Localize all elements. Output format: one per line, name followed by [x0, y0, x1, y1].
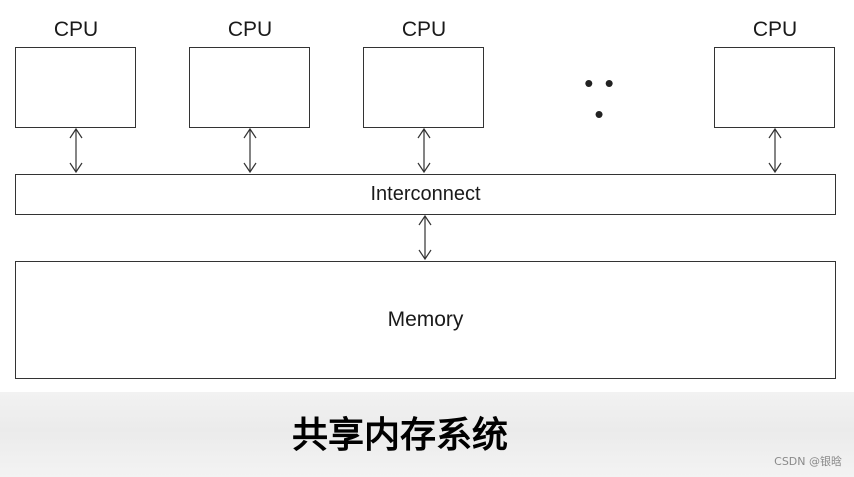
watermark: CSDN @银晗 — [774, 455, 842, 468]
cpu-box-1 — [15, 47, 136, 128]
arrow-memory — [418, 214, 432, 261]
cpu-label-4: CPU — [752, 18, 798, 41]
cpu-box-4 — [714, 47, 835, 128]
arrow-cpu-4 — [768, 127, 782, 174]
interconnect-box: Interconnect — [15, 174, 836, 215]
memory-label: Memory — [387, 308, 464, 331]
cpu-box-3 — [363, 47, 484, 128]
diagram: CPU CPU CPU CPU • • • Interconnect Memor… — [15, 18, 836, 379]
caption-band — [0, 392, 854, 477]
cpu-label-2: CPU — [227, 18, 273, 41]
arrow-cpu-3 — [417, 127, 431, 174]
interconnect-label: Interconnect — [370, 183, 481, 205]
ellipsis: • • • — [584, 68, 616, 129]
cpu-box-2 — [189, 47, 310, 128]
arrows — [69, 127, 782, 261]
cpu-label-1: CPU — [53, 18, 99, 41]
memory-box: Memory — [15, 261, 836, 379]
arrow-cpu-1 — [69, 127, 83, 174]
cpu-label-3: CPU — [401, 18, 447, 41]
caption-title: 共享内存系统 — [291, 415, 508, 456]
arrow-cpu-2 — [243, 127, 257, 174]
